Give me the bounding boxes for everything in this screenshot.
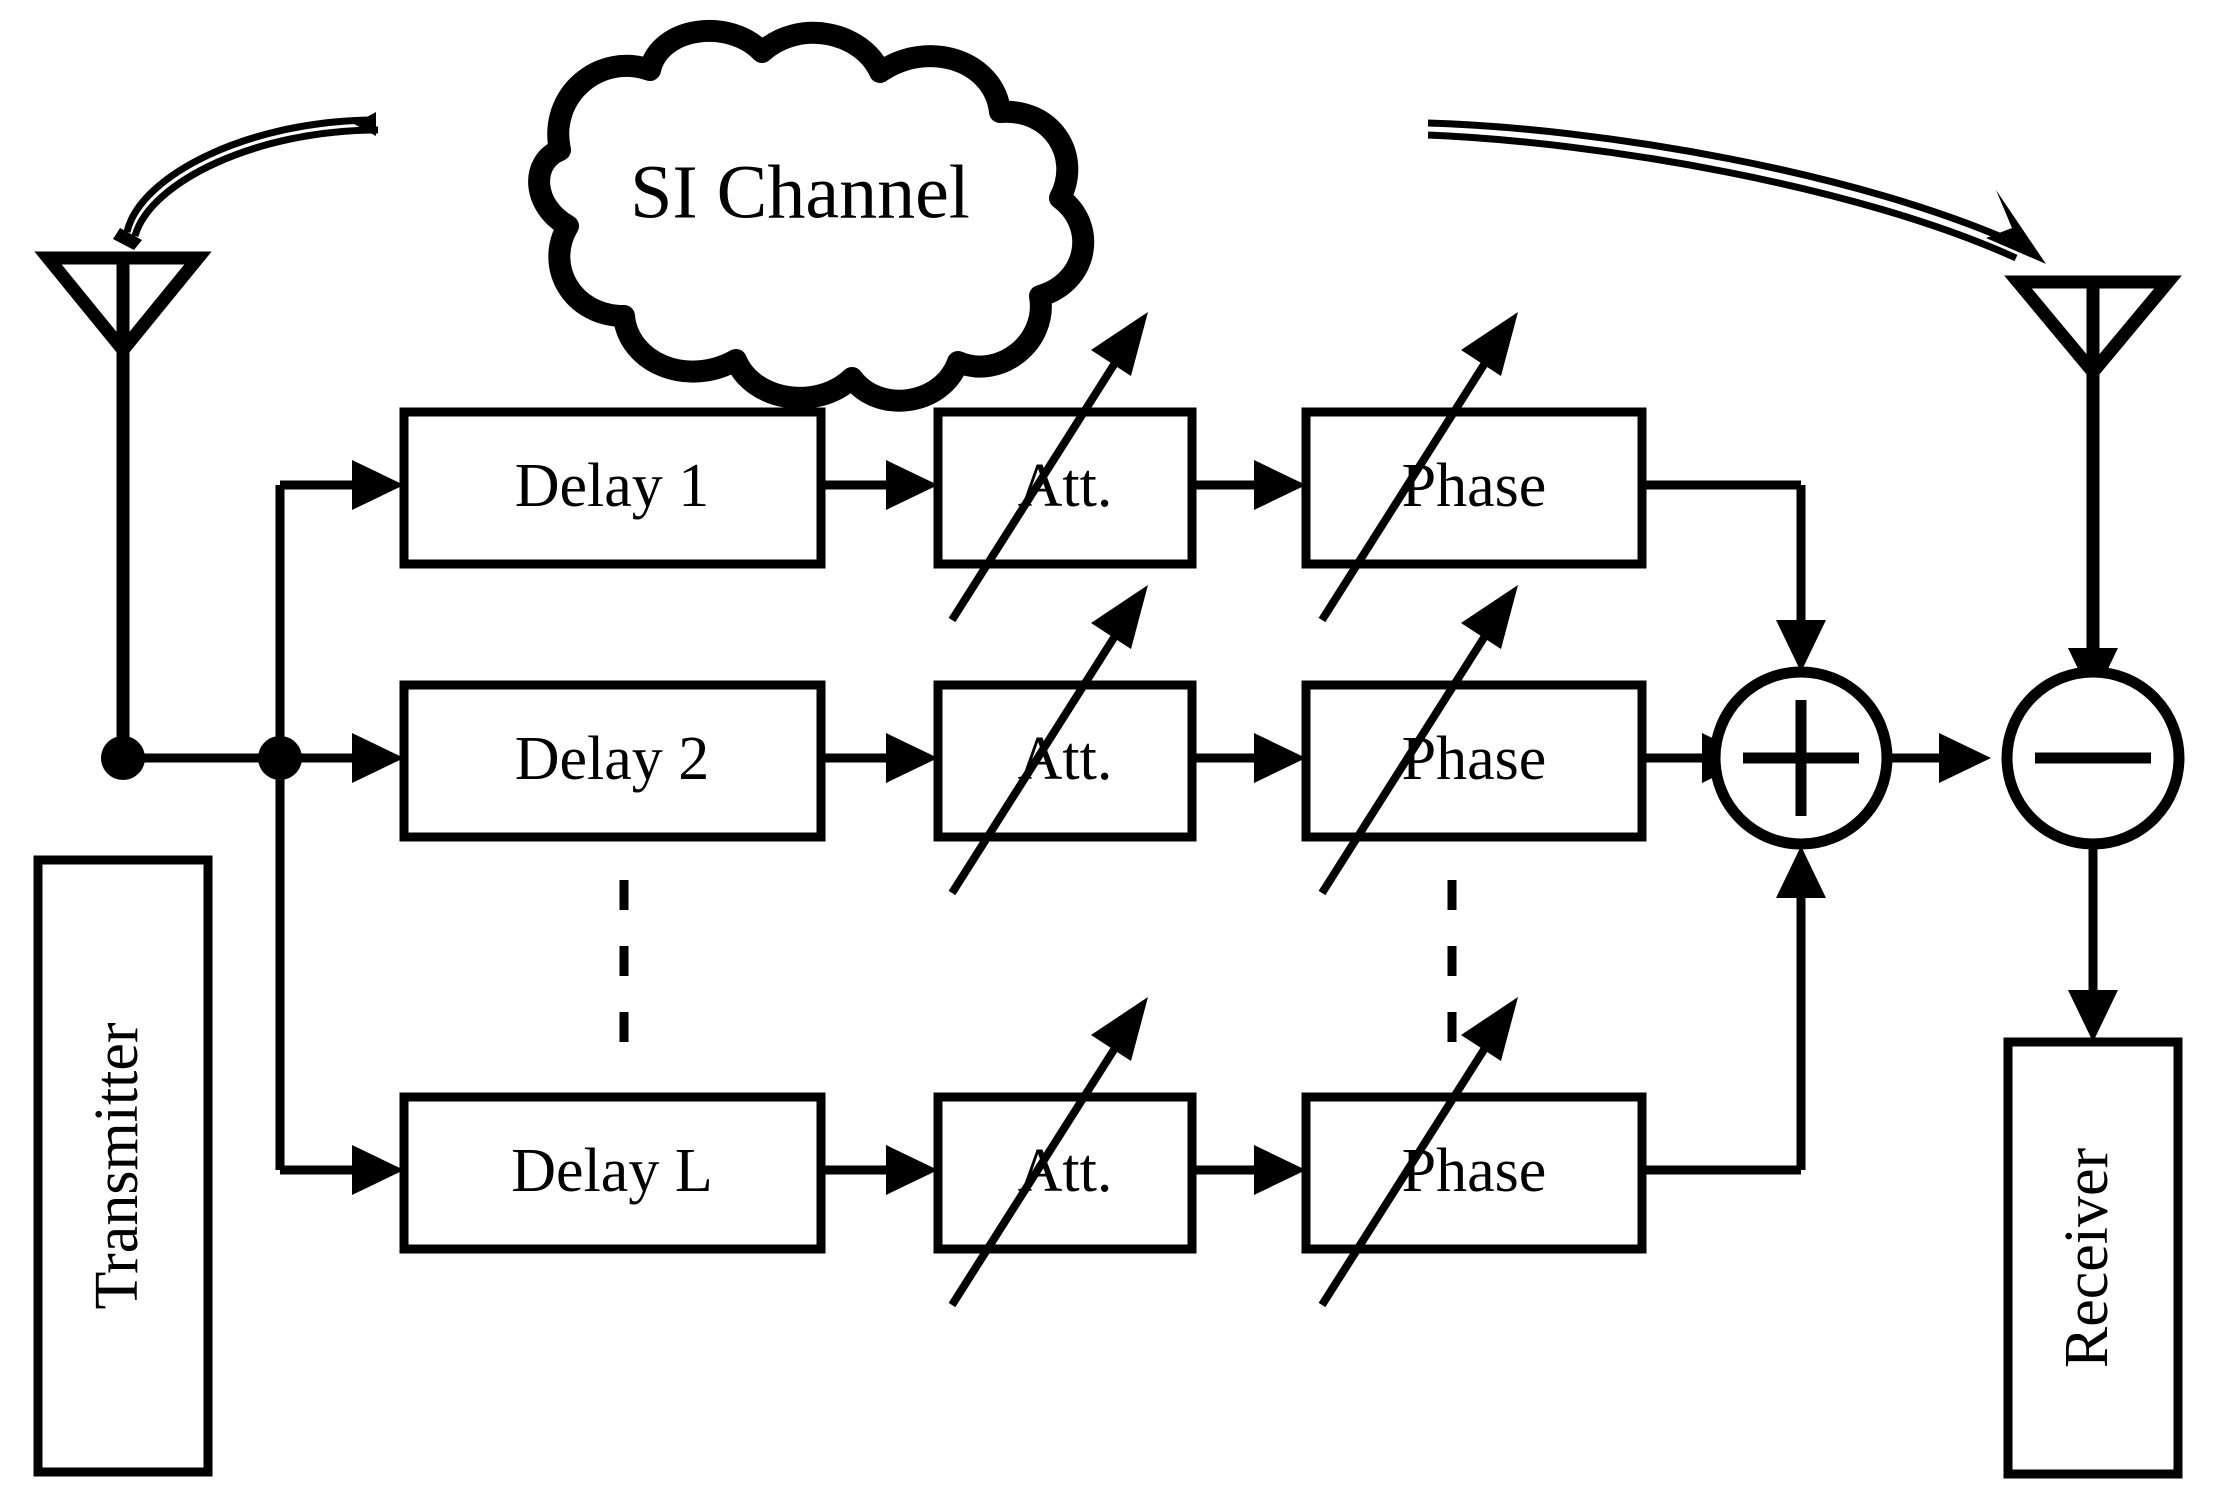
delay-L-label: Delay L [511, 1137, 712, 1205]
att-L-tunable-arrow [948, 997, 1148, 1308]
receiver-label: Receiver [2053, 1148, 2121, 1369]
att-1-tunable-arrow [948, 312, 1148, 623]
delay-1-label: Delay 1 [515, 452, 710, 520]
delay-2-label: Delay 2 [515, 725, 710, 793]
transmitter-label: Transmitter [83, 1022, 151, 1309]
att-2-tunable-arrow [948, 585, 1148, 896]
subtractor-node [2001, 666, 2185, 850]
cloud-label: SI Channel [630, 150, 970, 234]
si-channel-cloud: SI Channel [528, 20, 1095, 412]
att-2-label: Att. [1018, 725, 1113, 793]
summer-node [1709, 666, 1893, 850]
row-1: Delay 1 Att. Phase [399, 312, 1647, 623]
junction-dot-tx [101, 736, 145, 780]
tx-to-channel-arrow [113, 112, 379, 250]
receiver-block: Receiver [2003, 1037, 2183, 1479]
transmitter-block: Transmitter [33, 855, 213, 1477]
phase-2-tunable-arrow [1318, 585, 1518, 896]
row-2: Delay 2 Att. Phase [399, 585, 1647, 896]
phase-1-box [1301, 407, 1647, 569]
delay-L-box [399, 1092, 826, 1254]
summer-to-subtractor-wire [1887, 733, 1991, 783]
tx-split-bus [101, 460, 404, 1195]
delay-1-box [399, 407, 826, 569]
phase-L-tunable-arrow [1318, 997, 1518, 1308]
channel-to-rx-arrow [1427, 119, 2046, 264]
att-1-label: Att. [1018, 452, 1113, 520]
rx-antenna [2004, 275, 2182, 668]
att-L-label: Att. [1018, 1137, 1113, 1205]
phase-1-tunable-arrow [1318, 312, 1518, 623]
subtractor-to-receiver-wire [2068, 844, 2118, 1042]
phase-L-box [1301, 1092, 1647, 1254]
cloud-shape [528, 20, 1095, 412]
row-L: Delay L Att. Phase [399, 997, 1647, 1308]
tx-antenna [34, 251, 212, 758]
